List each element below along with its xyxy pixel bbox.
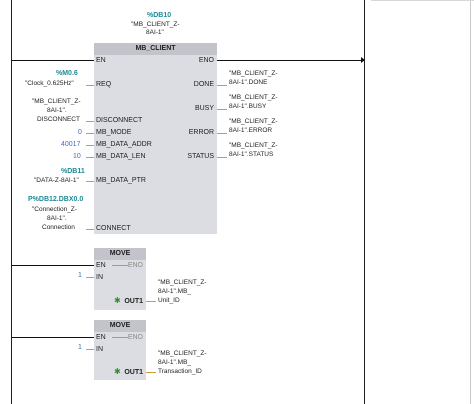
pin-connect[interactable]: CONNECT [96,225,131,232]
move1-en-wire [11,265,94,266]
left-power-rail [11,0,12,404]
move2-en-wire [11,337,94,338]
req-tag[interactable]: "Clock_0.625Hz" [25,80,74,87]
req-wire [86,85,94,86]
pin-error[interactable]: ERROR [188,129,214,136]
move2-out-tag-2[interactable]: 8AI-1".MB_ [158,359,192,366]
move1-pin-en[interactable]: EN [96,262,106,269]
error-tag-2[interactable]: 8AI-1".ERROR [229,127,273,134]
pin-mb-data-ptr[interactable]: MB_DATA_PTR [96,177,146,184]
mb-client-block[interactable]: MB_CLIENT EN REQ DISCONNECT MB_MODE MB_D… [94,43,217,234]
move2-pin-in[interactable]: IN [96,346,103,353]
req-address[interactable]: %M0.6 [56,70,78,77]
eno-arrow-icon [361,57,365,63]
disconnect-tag-3[interactable]: DISCONNECT [37,116,80,123]
editor-frame-border [470,0,471,404]
mb-mode-wire [86,133,94,134]
pin-mb-data-addr[interactable]: MB_DATA_ADDR [96,141,152,148]
move2-out-wire [146,372,156,373]
mb-data-len-value[interactable]: 10 [73,153,81,160]
error-wire [217,133,227,134]
error-tag-1[interactable]: "MB_CLIENT_Z- [229,118,278,125]
status-tag-2[interactable]: 8AI-1".STATUS [229,151,274,158]
done-tag-2[interactable]: 8AI-1".DONE [229,79,268,86]
connect-tag-3[interactable]: Connection [42,224,75,231]
mb-client-title: MB_CLIENT [94,43,217,55]
move2-out-tag-1[interactable]: "MB_CLIENT_Z- [158,350,207,357]
eno-wire [217,60,364,61]
disconnect-wire [86,121,94,122]
move1-in-value[interactable]: 1 [78,272,82,279]
busy-wire [217,109,227,110]
mb-data-addr-value[interactable]: 40017 [61,141,81,148]
pin-done[interactable]: DONE [193,81,214,88]
instance-db-name-2[interactable]: 8AI-1" [146,29,164,36]
move2-out-icon: ✱ [114,367,121,376]
pin-eno[interactable]: ENO [198,57,214,64]
move2-block[interactable]: MOVE EN ENO IN OUT1 [94,320,146,380]
pin-status[interactable]: STATUS [187,153,214,160]
move1-pin-out[interactable]: OUT1 [124,298,143,305]
move1-out-tag-2[interactable]: 8AI-1".MB_ [158,288,192,295]
data-ptr-db[interactable]: %DB11 [61,168,85,175]
disconnect-tag-1[interactable]: "MB_CLIENT_Z- [32,98,81,105]
move1-out-icon: ✱ [114,296,121,305]
connect-tag-2[interactable]: 8AI-1". [47,215,67,222]
move2-pin-en[interactable]: EN [96,334,106,341]
move1-out-tag-3[interactable]: Unit_ID [158,297,180,304]
pin-disconnect[interactable]: DISCONNECT [96,117,143,124]
mb-data-len-wire [86,157,94,158]
move1-out-tag-1[interactable]: "MB_CLIENT_Z- [158,279,207,286]
move2-internal-wire [112,337,128,338]
move1-in-wire [86,277,94,278]
right-power-rail [364,0,365,404]
move2-pin-out[interactable]: OUT1 [124,369,143,376]
mb-data-addr-wire [86,145,94,146]
pin-en[interactable]: EN [96,57,106,64]
disconnect-tag-2[interactable]: 8AI-1". [47,107,67,114]
move1-block[interactable]: MOVE EN ENO IN OUT1 [94,248,146,310]
move2-in-wire [86,349,94,350]
move1-pin-in[interactable]: IN [96,274,103,281]
move1-out-wire [146,301,156,302]
status-wire [217,157,227,158]
connect-address[interactable]: P%DB12.DBX0.0 [28,196,84,203]
status-tag-1[interactable]: "MB_CLIENT_Z- [229,142,278,149]
mb-mode-value[interactable]: 0 [78,129,82,136]
busy-tag-1[interactable]: "MB_CLIENT_Z- [229,94,278,101]
move2-title: MOVE [94,320,146,332]
pin-mb-mode[interactable]: MB_MODE [96,129,132,136]
busy-tag-2[interactable]: 8AI-1".BUSY [229,103,267,110]
instance-db-name[interactable]: "MB_CLIENT_Z- [131,21,180,28]
pin-mb-data-len[interactable]: MB_DATA_LEN [96,153,146,160]
move2-pin-eno[interactable]: ENO [127,334,143,341]
connect-tag-1[interactable]: "Connection_Z- [32,206,77,213]
done-wire [217,85,227,86]
pin-req[interactable]: REQ [96,81,112,88]
move1-pin-eno[interactable]: ENO [127,262,143,269]
connect-wire [86,229,94,230]
pin-busy[interactable]: BUSY [194,105,214,112]
mb-data-ptr-wire [86,181,94,182]
editor-frame-top [371,0,474,1]
move2-out-tag-3[interactable]: Transaction_ID [158,368,202,375]
data-ptr-tag[interactable]: "DATA-Z-8AI-1" [34,177,79,184]
move2-in-value[interactable]: 1 [78,344,82,351]
move1-title: MOVE [94,248,146,260]
done-tag-1[interactable]: "MB_CLIENT_Z- [229,70,278,77]
en-wire [11,60,94,61]
move1-internal-wire [112,265,128,266]
instance-db-address[interactable]: %DB10 [147,12,172,19]
